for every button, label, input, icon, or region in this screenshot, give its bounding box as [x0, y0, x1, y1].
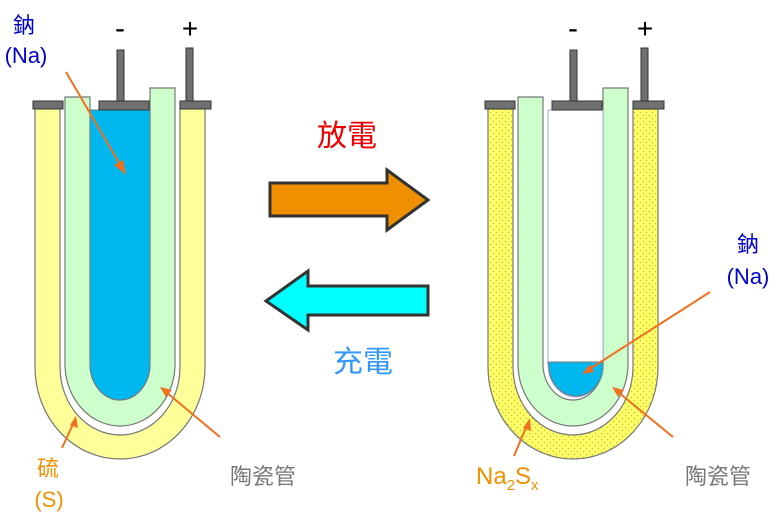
right-ceramic-pointer: [617, 391, 674, 438]
left-sodium-fill: [89, 109, 151, 401]
left-ceramic-pointer: [165, 391, 221, 438]
left-sulfur-layer: [34, 107, 206, 460]
right-sodium-pointer-head: [582, 364, 594, 374]
left-sodium-pointer: [65, 71, 123, 169]
right-lid-left: [484, 100, 516, 110]
left-minus-terminal: [116, 49, 125, 103]
left-ceramic-pointer-head: [160, 387, 172, 397]
left-sodium-symbol: (Na): [5, 43, 48, 68]
right-cell: - + 鈉 (Na) Na2Sx 陶瓷管: [476, 12, 769, 494]
left-sodium-label: 鈉: [13, 13, 35, 38]
right-minus-terminal: [569, 49, 578, 103]
right-ceramic-label: 陶瓷管: [685, 464, 751, 489]
left-sodium-pointer-head: [114, 160, 126, 175]
charge-label: 充電: [333, 346, 393, 379]
right-sulfide-pointer: [513, 424, 528, 457]
left-plus-sign: +: [182, 13, 198, 44]
left-lid-left: [32, 100, 64, 110]
left-lid-center: [98, 100, 150, 111]
left-minus-sign: -: [115, 12, 125, 45]
discharge-arrow: [268, 167, 431, 233]
left-plus-terminal: [185, 47, 194, 104]
discharge-label: 放電: [317, 120, 377, 153]
right-lid-center: [551, 100, 603, 111]
right-sulfide-label: Na2Sx: [476, 463, 539, 494]
left-sulfur-pointer-head: [70, 416, 78, 428]
left-sulfur-pointer: [61, 421, 75, 449]
right-sulfide-layer: [487, 107, 659, 460]
right-plus-terminal: [640, 47, 649, 104]
right-minus-sign: -: [568, 12, 578, 45]
left-ceramic-label: 陶瓷管: [230, 464, 296, 489]
left-sulfur-label: 硫: [37, 456, 59, 481]
left-sulfur-symbol: (S): [34, 487, 63, 512]
right-sodium-label: 鈉: [737, 232, 759, 257]
right-empty-interior: [547, 109, 604, 398]
process-arrows: 放電 充電: [263, 120, 431, 379]
left-lid-right: [179, 100, 212, 110]
right-ceramic-pointer-head: [612, 387, 624, 397]
charge-arrow: [263, 268, 430, 333]
right-lid-right: [632, 100, 665, 110]
left-cell: - + 鈉 (Na) 硫 (S) 陶瓷管: [5, 12, 296, 512]
right-sodium-pointer: [587, 291, 711, 371]
right-plus-sign: +: [637, 13, 653, 44]
right-sodium-symbol: (Na): [727, 264, 770, 289]
right-sulfide-pointer-head: [523, 418, 531, 431]
